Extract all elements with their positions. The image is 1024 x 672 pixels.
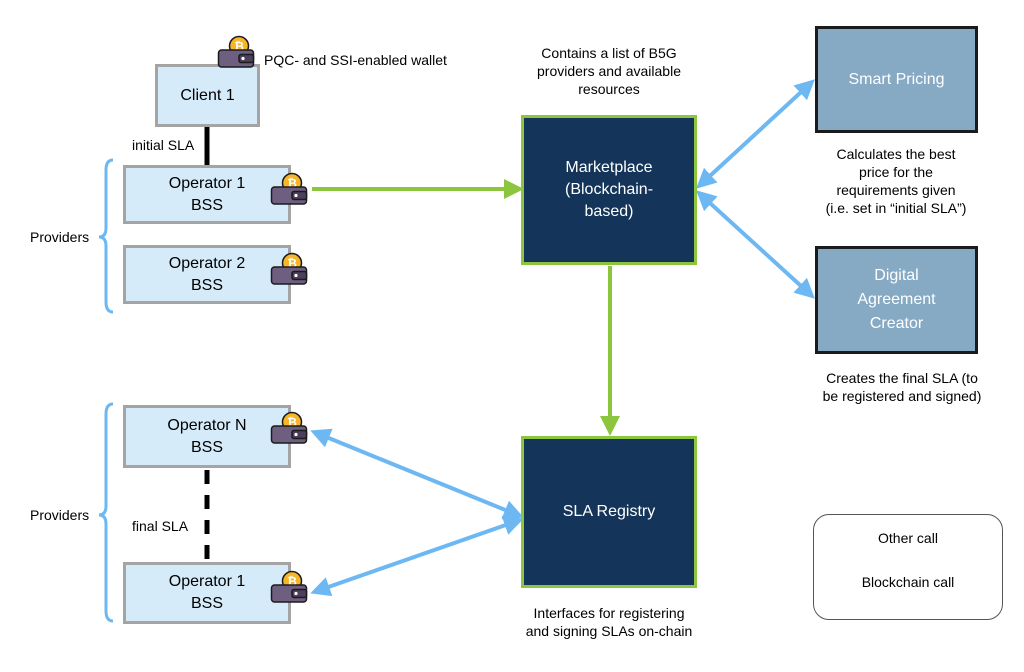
final-sla-label: final SLA [132,518,189,534]
digital-agreement-line2: Agreement [857,291,936,308]
operatorN-name: Operator N [167,416,247,434]
operator1-bottom-node: Operator 1 BSS [123,562,291,624]
smart-pricing-node: Smart Pricing [815,26,978,133]
svg-text:₿: ₿ [287,257,297,271]
legend-box: Other call Blockchain call [813,514,1003,620]
other-call-marketplace-pricing [696,79,815,189]
svg-text:₿: ₿ [234,40,244,54]
providers-bottom-label: Providers [30,507,90,523]
sla-registry-node: SLA Registry [521,436,697,588]
marketplace-line3: based) [584,203,634,220]
other-call-marketplace-agreement [696,190,815,299]
pricing-note-line4: (i.e. set in “initial SLA”) [825,200,967,216]
agreement-note: Creates the final SLA (to be registered … [796,369,1008,405]
providers-bottom-brace [98,402,114,623]
operatorN-bss: BSS [190,438,223,456]
operator2-node: Operator 2 BSS [123,245,291,304]
operator1-bottom-name: Operator 1 [168,573,246,590]
legend-blockchain-call-label: Blockchain call [861,574,955,590]
legend-other-call-label: Other call [878,530,938,546]
registry-note-line2: and signing SLAs on-chain [525,623,693,639]
digital-agreement-node: Digital Agreement Creator [815,246,978,354]
client1-label: Client 1 [180,86,235,104]
providers-top-label: Providers [30,229,90,245]
marketplace-line2: (Blockchain- [564,181,654,198]
operatorN-node: Operator N BSS [123,405,291,468]
wallet-note: PQC- and SSI-enabled wallet [264,52,447,68]
svg-text:₿: ₿ [287,177,297,191]
client1-wallet-icon: ₿ [217,35,255,68]
svg-text:₿: ₿ [287,575,297,589]
pricing-note-line2: price for the [859,164,933,180]
initial-sla-label: initial SLA [132,137,195,153]
providers-top-brace [98,158,114,314]
operator1-top-bss: BSS [190,196,223,214]
registry-note: Interfaces for registering and signing S… [509,604,709,640]
marketplace-note: Contains a list of B5G providers and ava… [509,44,709,98]
marketplace-line1: Marketplace [565,159,653,176]
digital-agreement-line1: Digital [874,267,919,284]
pricing-note-line3: requirements given [836,182,956,198]
pricing-note-line1: Calculates the best [836,146,956,162]
client1-node: Client 1 [155,64,260,127]
operator2-bss: BSS [190,276,223,294]
operator1-bottom-wallet-icon: ₿ [270,570,308,603]
marketplace-note-line1: Contains a list of B5G [541,45,677,61]
operator1-top-node: Operator 1 BSS [123,165,291,224]
operator2-wallet-icon: ₿ [270,252,308,285]
operator2-name: Operator 2 [168,254,246,272]
marketplace-note-line2: providers and available [537,63,681,79]
agreement-note-line2: be registered and signed) [822,388,982,404]
operator1-bottom-bss: BSS [190,595,223,612]
svg-text:₿: ₿ [287,416,297,430]
marketplace-note-line3: resources [578,81,640,97]
pricing-note: Calculates the best price for the requir… [796,145,996,217]
smart-pricing-label: Smart Pricing [848,70,945,88]
agreement-note-line1: Creates the final SLA (to [826,370,978,386]
operator1-top-wallet-icon: ₿ [270,172,308,205]
digital-agreement-line3: Creator [869,315,924,332]
operator1-top-name: Operator 1 [168,174,246,192]
sla-registry-label: SLA Registry [562,503,656,520]
other-call-operator1-registry [310,515,524,597]
other-call-operatorN-registry [310,428,524,520]
operatorN-wallet-icon: ₿ [270,411,308,444]
registry-note-line1: Interfaces for registering [533,605,685,621]
marketplace-node: Marketplace (Blockchain- based) [521,115,697,265]
